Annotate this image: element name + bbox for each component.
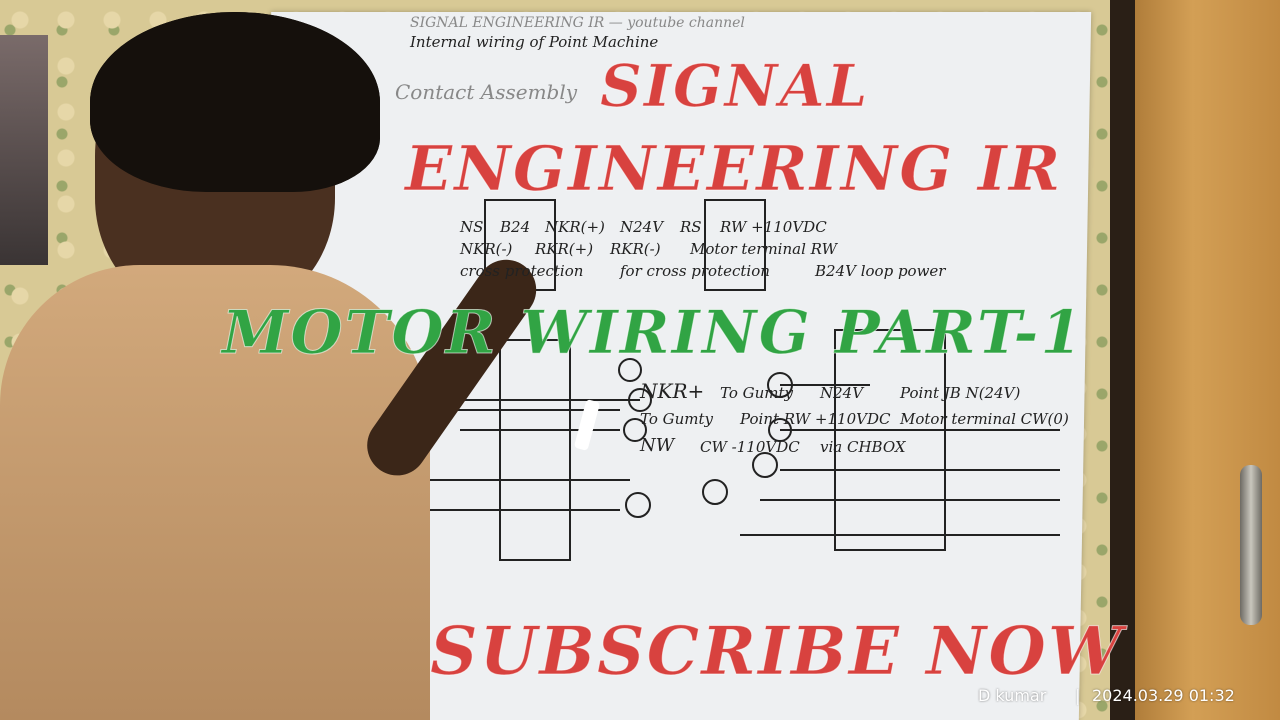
board-note: via CHBOX bbox=[820, 438, 906, 456]
board-note: CW -110VDC bbox=[700, 438, 800, 456]
terminal-g bbox=[767, 372, 793, 398]
board-header: SIGNAL ENGINEERING IR — youtube channel bbox=[410, 15, 745, 31]
board-note: To Gumty bbox=[640, 410, 714, 428]
terminal-j bbox=[702, 479, 728, 505]
watermark-separator: | bbox=[1075, 686, 1081, 705]
wiring-diagram bbox=[390, 199, 1060, 561]
board-note: N24V bbox=[820, 384, 864, 402]
rs-contact-box bbox=[704, 199, 766, 291]
terminal-b bbox=[628, 388, 652, 412]
rs-terminal-box bbox=[834, 329, 946, 551]
door-handle bbox=[1240, 465, 1262, 625]
overlay-title-line1: SIGNAL bbox=[599, 52, 870, 121]
board-note: for cross protection bbox=[620, 262, 770, 280]
overlay-subtitle: MOTOR WIRING PART-1 bbox=[221, 298, 1085, 369]
board-note: Motor terminal CW(0) bbox=[900, 410, 1069, 428]
board-note: Contact Assembly bbox=[395, 80, 578, 104]
person-hair-top bbox=[90, 12, 380, 192]
board-note: NKR+ bbox=[640, 379, 705, 403]
terminal-h bbox=[768, 418, 792, 442]
overlay-subscribe: SUBSCRIBE NOW bbox=[430, 612, 1124, 691]
board-note: B24V loop power bbox=[815, 262, 946, 280]
board-note: B24 bbox=[500, 218, 531, 236]
terminal-c bbox=[623, 418, 647, 442]
overlay-title-line2: ENGINEERING IR bbox=[404, 132, 1063, 206]
ns-terminal-box bbox=[499, 339, 571, 561]
board-note: cross protection bbox=[460, 262, 584, 280]
terminal-e bbox=[625, 492, 651, 518]
terminal-a bbox=[618, 358, 642, 382]
watermark-datetime: 2024.03.29 01:32 bbox=[1092, 686, 1235, 705]
board-note: RS bbox=[680, 218, 702, 236]
board-note: NW bbox=[640, 435, 675, 456]
board-note: NKR(-) bbox=[460, 240, 513, 258]
board-note: Motor terminal RW bbox=[690, 240, 838, 258]
wire-lines bbox=[390, 384, 1060, 536]
board-subheader: Internal wiring of Point Machine bbox=[410, 33, 659, 51]
wall-poster bbox=[0, 35, 48, 265]
board-note: To Gumty bbox=[720, 384, 794, 402]
board-note: NS bbox=[460, 218, 484, 236]
board-note: NKR(+) bbox=[545, 218, 605, 236]
board-note: Point RW +110VDC bbox=[740, 410, 891, 428]
board-note: RKR(+) bbox=[535, 240, 594, 258]
board-note: RW +110VDC bbox=[720, 218, 827, 236]
board-note: N24V bbox=[620, 218, 664, 236]
person-torso bbox=[0, 265, 430, 720]
watermark-name: D kumar bbox=[978, 686, 1047, 705]
board-note: Point JB N(24V) bbox=[900, 384, 1021, 402]
terminal-i bbox=[752, 452, 778, 478]
board-note: RKR(-) bbox=[610, 240, 661, 258]
